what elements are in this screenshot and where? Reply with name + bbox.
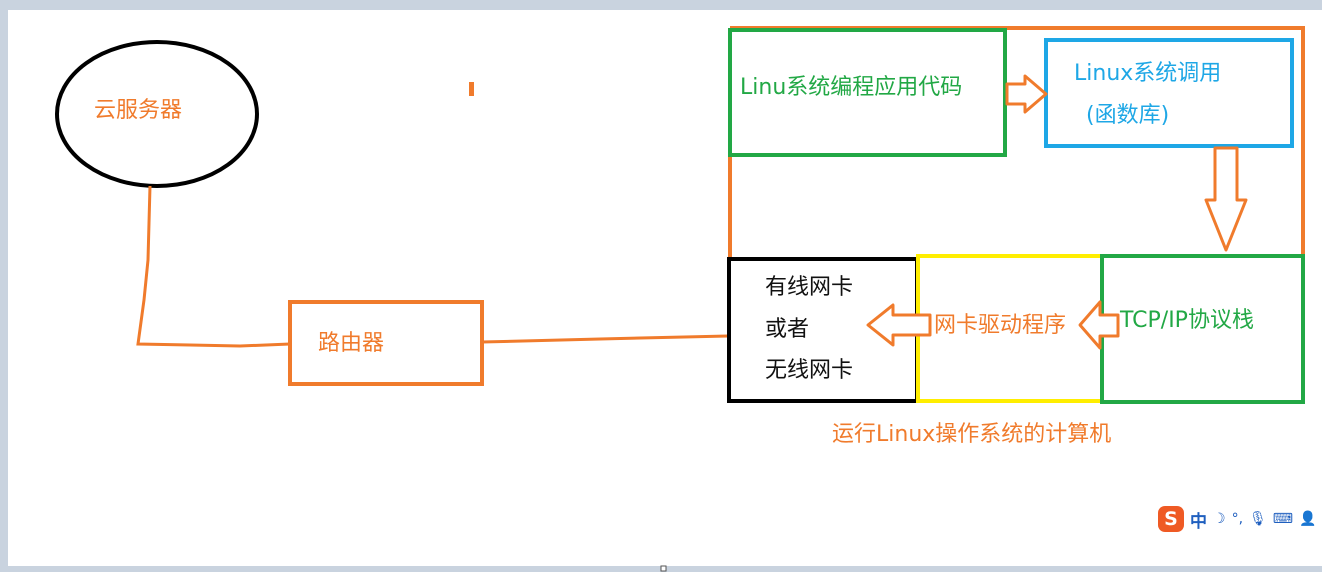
punctuation-icon[interactable]: °, <box>1231 511 1244 527</box>
resize-handle <box>660 565 667 572</box>
driver-label: 网卡驱动程序 <box>934 313 1067 338</box>
input-mode-toggle[interactable]: 中 <box>1190 511 1207 532</box>
arrow-syscall-to-tcpip <box>1204 146 1248 252</box>
router-label: 路由器 <box>318 331 385 356</box>
computer-group-label: 运行Linux操作系统的计算机 <box>832 422 1112 447</box>
tcpip-label: TCP/IP协议栈 <box>1120 308 1254 333</box>
arrow-driver-to-nic <box>866 303 932 347</box>
arrow-tcpip-to-driver <box>1078 300 1120 350</box>
user-icon[interactable]: 👤 <box>1299 511 1317 527</box>
nic-label-line2: 或者 <box>765 317 810 342</box>
nic-label-line1: 有线网卡 <box>765 275 854 300</box>
cloud-server-node <box>55 40 259 188</box>
moon-icon[interactable]: ☽ <box>1213 511 1226 527</box>
app-code-node <box>728 28 1007 157</box>
nic-label-line3: 无线网卡 <box>765 358 854 383</box>
syscall-label-line2: (函数库) <box>1086 103 1170 128</box>
router-nic-link <box>481 334 729 344</box>
stray-mark <box>469 82 474 96</box>
router-node <box>288 300 484 386</box>
cloud-server-label: 云服务器 <box>94 98 183 123</box>
syscall-label-line1: Linux系统调用 <box>1074 61 1222 86</box>
app-code-label: Linu系统编程应用代码 <box>740 75 963 100</box>
ime-toolbar[interactable]: S 中 ☽ °, 🎙 ⌨ 👤 <box>1158 506 1322 532</box>
keyboard-icon[interactable]: ⌨ <box>1272 511 1294 527</box>
sogou-logo-icon[interactable]: S <box>1158 506 1184 532</box>
microphone-icon[interactable]: 🎙 <box>1249 511 1267 527</box>
arrow-app-to-syscall <box>1005 74 1048 114</box>
syscall-node <box>1044 38 1294 148</box>
cloud-router-link <box>136 185 291 348</box>
